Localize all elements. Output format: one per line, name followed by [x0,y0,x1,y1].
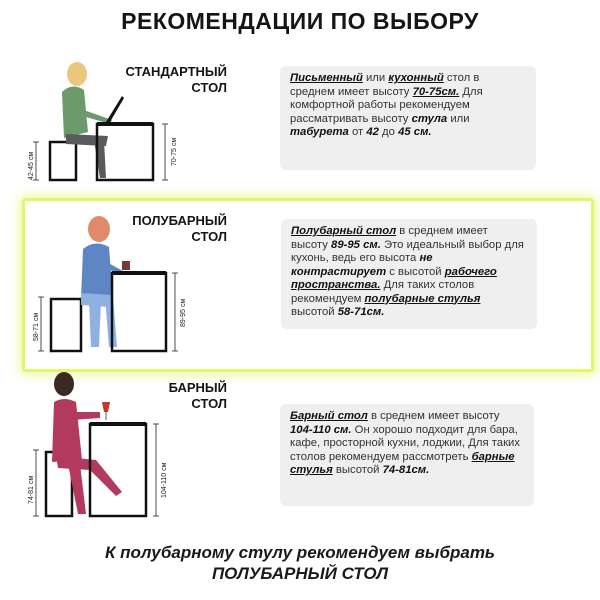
text-span: в среднем имеет высоту [291,225,488,251]
text-span: Письменный [290,72,363,84]
text-span: стол в среднем имеет высоту [290,72,480,98]
info-card: Письменный или кухонный стол в среднем и… [280,66,536,170]
info-card: Полубарный стол в среднем имеет высоту 8… [281,219,537,329]
section-label: СТАНДАРТНЫЙ СТОЛ [122,64,227,96]
text-span: высотой [291,306,338,318]
footer-line1: К полубарному стулу рекомендуем выбрать [104,543,496,562]
text-span: 74-81см. [382,464,430,476]
text-span: 89-95 см. [331,238,381,251]
seat-height-label: 74-81 см [28,476,35,504]
text-span: табурета [290,126,349,138]
text-span: Для комфортной работы рекомендуем рассма… [290,85,483,125]
info-card: Барный стол в среднем имеет высоту 104-1… [280,404,534,506]
text-span: кухонный [388,72,444,84]
text-span: Это идеальный выбор для кухонь, ведь его… [291,238,524,265]
text-span: с высотой [386,265,445,278]
section-label-line2: СТОЛ [191,229,227,244]
bar-table-illustration: 74-81 см 104-110 см [28,372,168,518]
text-span: не контрастирует [291,252,433,278]
person-head [54,372,74,396]
section-label: БАРНЫЙ СТОЛ [122,380,227,412]
text-span: Для таких столов рекомендуем [291,279,475,305]
text-span: стула [411,112,448,125]
standard-table-section: 42-45 см 70-75 см СТАНДАРТНЫЙ СТОЛ Письм… [22,48,578,196]
person-head [67,62,87,86]
text-span: 70-75см. [412,85,460,98]
text-span: 42 [366,126,379,138]
text-span: полубарные стулья [364,292,481,305]
text-span: или [362,72,389,84]
text-span: в среднем имеет высоту [367,410,500,422]
bar-table-section: 74-81 см 104-110 см БАРНЫЙ СТОЛ Барный с… [22,368,578,528]
text-span: Полубарный стол [291,225,397,237]
section-label-line1: СТАНДАРТНЫЙ [125,64,227,79]
semi-bar-table-section: 58-71 см 89-95 см ПОЛУБАРНЫЙ СТОЛ Полуба… [22,198,594,372]
standard-table-illustration: 42-45 см 70-75 см [28,62,178,182]
text-span: барные стулья [290,450,515,477]
section-label-line2: СТОЛ [191,80,227,95]
text-span: до [378,126,399,138]
section-label-line1: ПОЛУБАРНЫЙ [132,213,227,228]
table-height-label: 89-95 см [180,299,187,327]
text-span: рабочего пространства. [291,265,497,292]
seat-height-label: 58-71 см [33,313,40,341]
section-label: ПОЛУБАРНЫЙ СТОЛ [125,213,227,245]
page-title: РЕКОМЕНДАЦИИ ПО ВЫБОРУ [121,8,479,34]
section-label-line1: БАРНЫЙ [168,380,227,395]
table-height-label: 70-75 см [171,138,178,166]
person-head [88,216,110,242]
text-span: высотой [332,464,383,476]
text-span: 45 см. [398,126,432,138]
text-span: Барный стол [290,410,368,422]
text-span: 104-110 см. [290,423,352,436]
text-span: Он хорошо подходит для бара, кафе, прост… [290,423,520,463]
section-label-line2: СТОЛ [191,396,227,411]
footer-line2: ПОЛУБАРНЫЙ СТОЛ [211,564,389,583]
text-span: от [348,126,367,138]
semi-bar-table-illustration: 58-71 см 89-95 см [33,216,187,353]
text-span: 58-71см. [337,306,385,318]
text-span: или [447,112,470,125]
table-height-label: 104-110 см [161,462,168,498]
seat-height-label: 42-45 см [28,152,35,180]
